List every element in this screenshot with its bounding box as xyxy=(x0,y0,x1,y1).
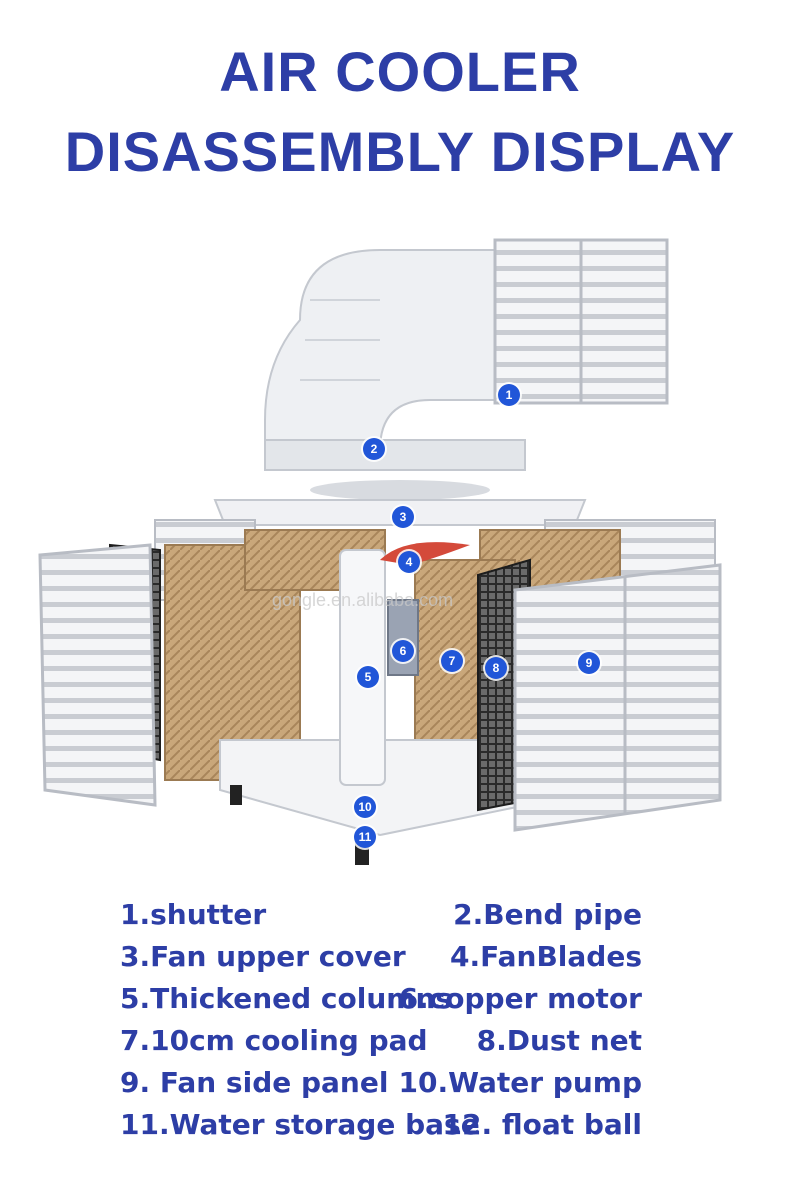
shutter-grille xyxy=(493,238,669,405)
legend-item: 12. float ball xyxy=(442,1108,643,1141)
legend-item: 2.Bend pipe xyxy=(453,898,642,931)
parts-legend: 1.shutter 2.Bend pipe 3.Fan upper cover … xyxy=(0,898,800,1150)
callout-badge: 3 xyxy=(392,506,414,528)
legend-row: 3.Fan upper cover 4.FanBlades xyxy=(0,940,800,982)
bend-pipe xyxy=(264,249,526,471)
callout-badge: 8 xyxy=(485,657,507,679)
title-line-2: DISASSEMBLY DISPLAY xyxy=(64,120,736,183)
callout-badge: 9 xyxy=(578,652,600,674)
title-line-1: AIR COOLER xyxy=(219,40,581,103)
legend-item: 11.Water storage base xyxy=(120,1108,480,1141)
legend-row: 1.shutter 2.Bend pipe xyxy=(0,898,800,940)
legend-row: 7.10cm cooling pad 8.Dust net xyxy=(0,1024,800,1066)
fan-side-panel xyxy=(38,543,722,832)
legend-row: 5.Thickened columns 6.copper motor xyxy=(0,982,800,1024)
callout-badge: 11 xyxy=(354,826,376,848)
air-cooler-exploded-illustration xyxy=(38,238,722,865)
watermark: gongle.en.alibaba.com xyxy=(272,590,454,610)
legend-item: 7.10cm cooling pad xyxy=(120,1024,428,1057)
legend-item: 3.Fan upper cover xyxy=(120,940,406,973)
legend-row: 9. Fan side panel 10.Water pump xyxy=(0,1066,800,1108)
legend-item: 5.Thickened columns xyxy=(120,982,453,1015)
legend-item: 6.copper motor xyxy=(398,982,642,1015)
callout-badge: 1 xyxy=(498,384,520,406)
legend-item: 1.shutter xyxy=(120,898,267,931)
legend-row: 11.Water storage base 12. float ball xyxy=(0,1108,800,1150)
callout-badge: 6 xyxy=(392,640,414,662)
legend-item: 4.FanBlades xyxy=(450,940,642,973)
callout-badge: 4 xyxy=(398,551,420,573)
legend-item: 10.Water pump xyxy=(398,1066,642,1099)
legend-item: 8.Dust net xyxy=(476,1024,642,1057)
callout-badge: 7 xyxy=(441,650,463,672)
callout-badge: 5 xyxy=(357,666,379,688)
legend-item: 9. Fan side panel xyxy=(120,1066,389,1099)
callout-badge: 2 xyxy=(363,438,385,460)
callout-badge: 10 xyxy=(354,796,376,818)
